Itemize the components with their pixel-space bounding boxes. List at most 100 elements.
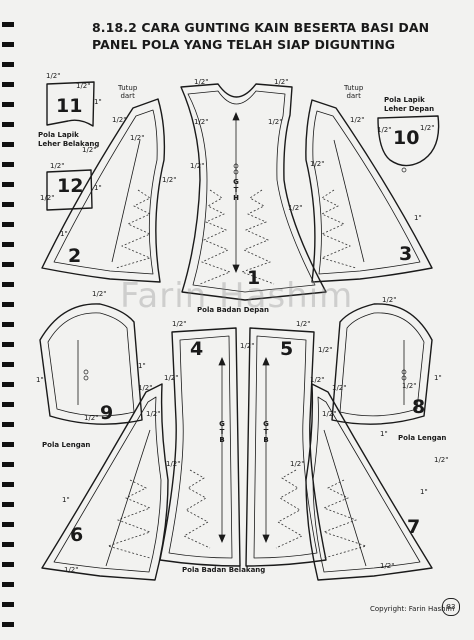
allowance-label: 1/2" (84, 414, 99, 422)
allowance-label: 1/2" (92, 290, 107, 298)
allowance-label: 1/2" (322, 410, 337, 418)
piece-5-dart (275, 469, 303, 549)
allowance-label: 1" (138, 362, 146, 370)
allowance-label: 1" (36, 376, 44, 384)
piece-5-outline (245, 327, 327, 567)
allowance-label: 1/2" (190, 162, 205, 170)
piece-7-outline (305, 383, 433, 581)
piece-6-seamline (53, 396, 162, 573)
piece-1-dart-left (199, 189, 232, 285)
piece-3-seamline (312, 110, 421, 275)
allowance-label: 1" (94, 184, 102, 192)
allowance-label: 1/2" (434, 456, 449, 464)
piece-7-seamline (312, 396, 421, 573)
piece-6-dart (106, 479, 152, 559)
piece-4-seamline (168, 335, 233, 559)
allowance-label: 1" (94, 98, 102, 106)
piece-number-4: 4 (190, 338, 204, 360)
grain-label-gtb-4: G T B (218, 420, 226, 444)
piece-1-dart-right (240, 189, 275, 285)
label-pola-lapik-leher-belakang: Pola Lapik Leher Belakang (38, 131, 100, 148)
allowance-label: 1/2" (172, 320, 187, 328)
grain-arrow-7 (323, 429, 367, 567)
piece-1-outline (180, 83, 327, 301)
allowance-label: 1/2" (50, 162, 65, 170)
piece-10-outline (377, 115, 440, 167)
piece-number-10: 10 (393, 127, 420, 149)
grain-label-gtb-5: G T B (262, 420, 270, 444)
allowance-label: 1/2" (318, 346, 333, 354)
title-line-1: 8.18.2 CARA GUNTING KAIN BESERTA BASI DA… (92, 20, 430, 35)
allowance-label: 1/2" (377, 126, 392, 134)
allowance-label: 1/2" (112, 116, 127, 124)
label-pola-lapik-leher-depan: Pola Lapik Leher Depan (384, 96, 435, 113)
piece-1-seamline (187, 90, 316, 293)
allowance-label: 1/2" (76, 82, 91, 90)
label-tutup-dart-left: Tutup dart (118, 84, 138, 100)
piece-12-outline (46, 169, 93, 211)
piece-number-9: 9 (100, 402, 114, 424)
allowance-label: 1/2" (350, 116, 365, 124)
allowance-label: 1" (414, 214, 422, 222)
grain-arrow-6 (105, 429, 151, 567)
piece-number-8: 8 (412, 396, 426, 418)
copyright-text: Copyright: Farin Hashim (370, 605, 455, 613)
piece-3-dart (320, 189, 357, 269)
page-title: 8.18.2 CARA GUNTING KAIN BESERTA BASI DA… (92, 19, 429, 53)
allowance-label: 1" (380, 430, 388, 438)
allowance-label: 1/2" (40, 194, 55, 202)
allowance-label: 1/2" (146, 410, 161, 418)
allowance-label: 1/2" (288, 204, 303, 212)
grain-label-gth-text: G T H (233, 178, 239, 202)
spiral-binding (2, 22, 14, 627)
label-pola-badan-depan: Pola Badan Depan (197, 306, 269, 314)
piece-4-dart (183, 469, 211, 549)
piece-2-seamline (53, 109, 158, 275)
label-pola-lengan-right: Pola Lengan (398, 434, 447, 442)
grain-arrow-2 (111, 139, 141, 263)
allowance-label: 1/2" (130, 134, 145, 142)
allowance-label: 1/2" (402, 382, 417, 390)
piece-number-6: 6 (70, 524, 84, 546)
piece-2-outline (41, 98, 166, 283)
allowance-label: 1/2" (64, 566, 79, 574)
allowance-label: 1/2" (296, 320, 311, 328)
watermark: Farin Hashim (120, 276, 354, 316)
grain-arrow-3 (333, 139, 365, 263)
allowance-label: 1/2" (310, 376, 325, 384)
allowance-label: 1/2" (162, 176, 177, 184)
piece-4-outline (159, 327, 241, 567)
piece-number-3: 3 (399, 243, 413, 265)
piece-9-seamline (47, 312, 135, 417)
label-pola-lengan-left: Pola Lengan (42, 441, 91, 449)
allowance-label: 1/2" (380, 562, 395, 570)
allowance-label: 1/2" (332, 384, 347, 392)
label-tutup-dart-right: Tutup dart (344, 84, 364, 100)
allowance-label: 1" (60, 230, 68, 238)
piece-9-outline (39, 303, 143, 425)
allowance-label: 1" (434, 374, 442, 382)
piece-number-2: 2 (68, 245, 82, 267)
allowance-label: 1/2" (166, 460, 181, 468)
piece-number-1: 1 (247, 267, 261, 289)
piece-11-outline (46, 81, 95, 127)
page-number: 83 (442, 598, 460, 616)
allowance-label: 1/2" (268, 118, 283, 126)
piece-3-outline (305, 99, 433, 283)
allowance-label: 1/2" (382, 296, 397, 304)
grain-label-gtb-4-text: G T B (219, 420, 225, 444)
piece-7-dart (322, 479, 368, 559)
grain-label-gtb-5-text: G T B (263, 420, 269, 444)
allowance-label: 1/2" (274, 78, 289, 86)
allowance-label: 1/2" (194, 78, 209, 86)
allowance-label: 1/2" (240, 342, 255, 350)
grain-label-gth: G T H (232, 178, 240, 202)
piece-number-5: 5 (280, 338, 294, 360)
piece-5-seamline (253, 335, 318, 559)
allowance-label: 1/2" (194, 118, 209, 126)
allowance-label: 1/2" (420, 124, 435, 132)
allowance-label: 1/2" (290, 460, 305, 468)
title-line-2: PANEL POLA YANG TELAH SIAP DIGUNTING (92, 37, 396, 52)
allowance-label: 1/2" (164, 374, 179, 382)
